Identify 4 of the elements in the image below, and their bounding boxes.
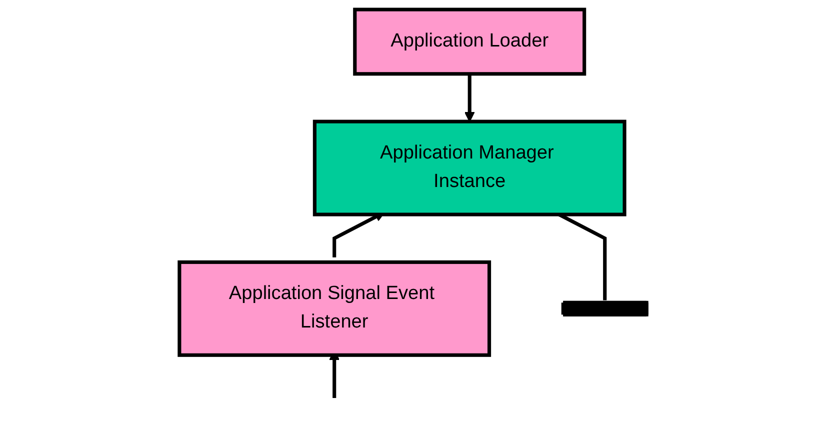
arrow	[464, 74, 475, 122]
node-box: Application Signal Event Listener	[178, 260, 492, 357]
node-box: Application Loader	[353, 8, 586, 76]
node-box: Application Manager Instance	[312, 120, 626, 216]
